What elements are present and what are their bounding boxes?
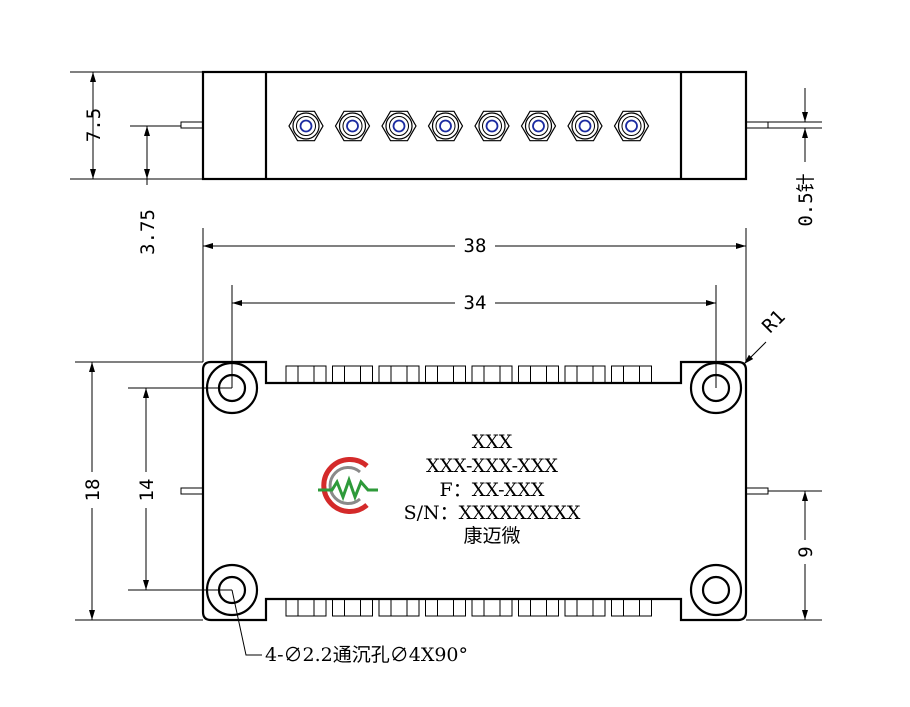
label-line-3: F：XX-XXX — [440, 479, 545, 501]
mounting-hole-bottom-right — [689, 563, 743, 617]
connector-nuts — [285, 365, 652, 617]
label-line-2: XXX-XXX-XXX — [426, 455, 558, 477]
company-logo — [318, 457, 378, 514]
front-view-outline — [201, 360, 748, 622]
pin-right-top — [745, 121, 769, 129]
dim-hole-spacing-x: 34 — [464, 292, 487, 314]
connector-7 — [567, 110, 603, 142]
mounting-hole-top-right — [689, 361, 743, 415]
dim-corner-radius: R1 — [758, 306, 790, 338]
connector-row — [288, 110, 650, 142]
connector-nut-bottom-3 — [378, 598, 420, 617]
connector-nut-bottom-5 — [471, 598, 513, 617]
dim-overall-height: 18 — [82, 479, 104, 502]
dim-pin-diameter: 0.5针 — [795, 173, 817, 226]
connector-5 — [474, 110, 510, 142]
dim-pin-offset: 9 — [795, 546, 817, 557]
connector-nut-top-5 — [471, 365, 513, 384]
connector-nut-bottom-4 — [425, 598, 466, 617]
front-view-dimensions: 18 14 9 R1 4-∅2.2通沉孔∅4X90° — [75, 306, 822, 666]
label-line-1: XXX — [472, 431, 513, 453]
dim-pin-height: 3.75 — [137, 209, 159, 255]
label-line-4: S/N：XXXXXXXXX — [404, 502, 581, 524]
connector-nut-bottom-2 — [332, 598, 373, 617]
connector-nut-top-2 — [332, 365, 373, 384]
dim-overall-width: 38 — [464, 235, 487, 257]
label-line-5: 康迈微 — [463, 525, 520, 547]
connector-nut-top-7 — [564, 365, 606, 384]
connector-4 — [427, 110, 464, 142]
connector-2 — [334, 110, 371, 142]
top-view-dimensions: 7.5 3.75 0.5针 — [70, 71, 822, 255]
hole-note: 4-∅2.2通沉孔∅4X90° — [265, 644, 468, 666]
connector-nut-top-1 — [285, 365, 327, 384]
connector-nut-bottom-6 — [518, 598, 559, 617]
connector-nut-top-4 — [425, 365, 466, 384]
width-dimensions: 38 34 — [202, 228, 747, 388]
top-view — [180, 70, 769, 181]
connector-nut-top-3 — [378, 365, 420, 384]
connector-8 — [613, 110, 650, 142]
front-view: XXX XXX-XXX-XXX F：XX-XXX S/N：XXXXXXXXX 康… — [180, 360, 769, 622]
top-view-body — [201, 70, 748, 181]
connector-nut-top-6 — [518, 365, 559, 384]
connector-1 — [288, 110, 324, 142]
dim-hole-spacing-y: 14 — [136, 479, 158, 502]
connector-6 — [520, 110, 557, 142]
pin-left-top — [180, 121, 204, 129]
connector-nut-bottom-7 — [564, 598, 606, 617]
pin-right-front — [745, 487, 769, 495]
dim-top-height: 7.5 — [83, 108, 105, 142]
connector-nut-bottom-1 — [285, 598, 327, 617]
connector-nut-top-8 — [611, 365, 652, 384]
connector-3 — [381, 110, 417, 142]
pin-left-front — [180, 487, 204, 495]
connector-nut-bottom-8 — [611, 598, 652, 617]
